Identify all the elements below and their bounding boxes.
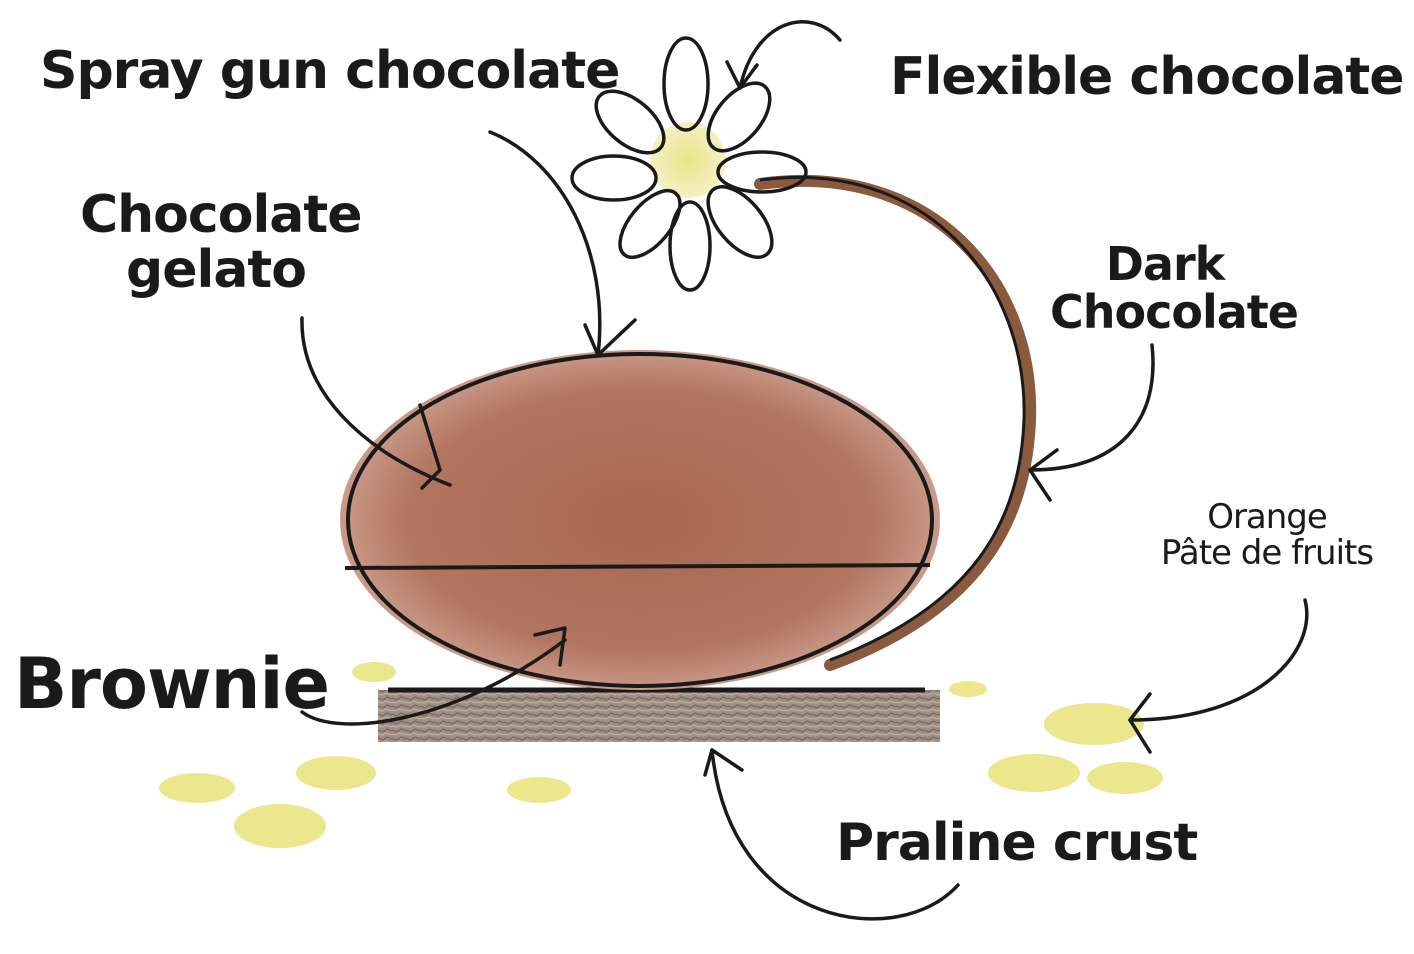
arrow-dark-chocolate bbox=[1030, 345, 1153, 470]
fruit-dot bbox=[949, 681, 987, 697]
label-flexible-chocolate: Flexible chocolate bbox=[890, 50, 1404, 105]
fruit-dot bbox=[1087, 762, 1163, 794]
fruit-dot bbox=[352, 662, 396, 682]
arrow-orange bbox=[1130, 600, 1307, 720]
label-orange-line1: Orange bbox=[1132, 500, 1402, 536]
arrow-flexible bbox=[740, 22, 840, 88]
fruit-dot bbox=[988, 754, 1080, 792]
label-spray-gun-chocolate: Spray gun chocolate bbox=[40, 44, 619, 99]
label-praline-crust: Praline crust bbox=[836, 816, 1197, 871]
fruit-dot bbox=[159, 773, 235, 803]
fruit-dot bbox=[507, 777, 571, 803]
fruit-dot bbox=[234, 804, 326, 848]
fruit-dot bbox=[296, 756, 376, 790]
label-dark-line2: Chocolate bbox=[1050, 288, 1280, 336]
fruit-dot bbox=[1044, 703, 1144, 745]
label-dark-chocolate: Dark Chocolate bbox=[1050, 240, 1280, 337]
label-orange-pate-de-fruits: Orange Pâte de fruits bbox=[1132, 500, 1402, 571]
label-gelato-line1: Chocolate bbox=[80, 188, 362, 243]
label-chocolate-gelato: Chocolate gelato bbox=[80, 188, 362, 297]
flower-center bbox=[650, 122, 726, 198]
label-brownie: Brownie bbox=[14, 648, 329, 722]
label-dark-line1: Dark bbox=[1050, 240, 1280, 288]
label-gelato-line2: gelato bbox=[126, 243, 362, 298]
label-orange-line2: Pâte de fruits bbox=[1132, 536, 1402, 572]
chocolate-gelato bbox=[340, 350, 940, 690]
arrow-spray-gun bbox=[490, 132, 600, 355]
